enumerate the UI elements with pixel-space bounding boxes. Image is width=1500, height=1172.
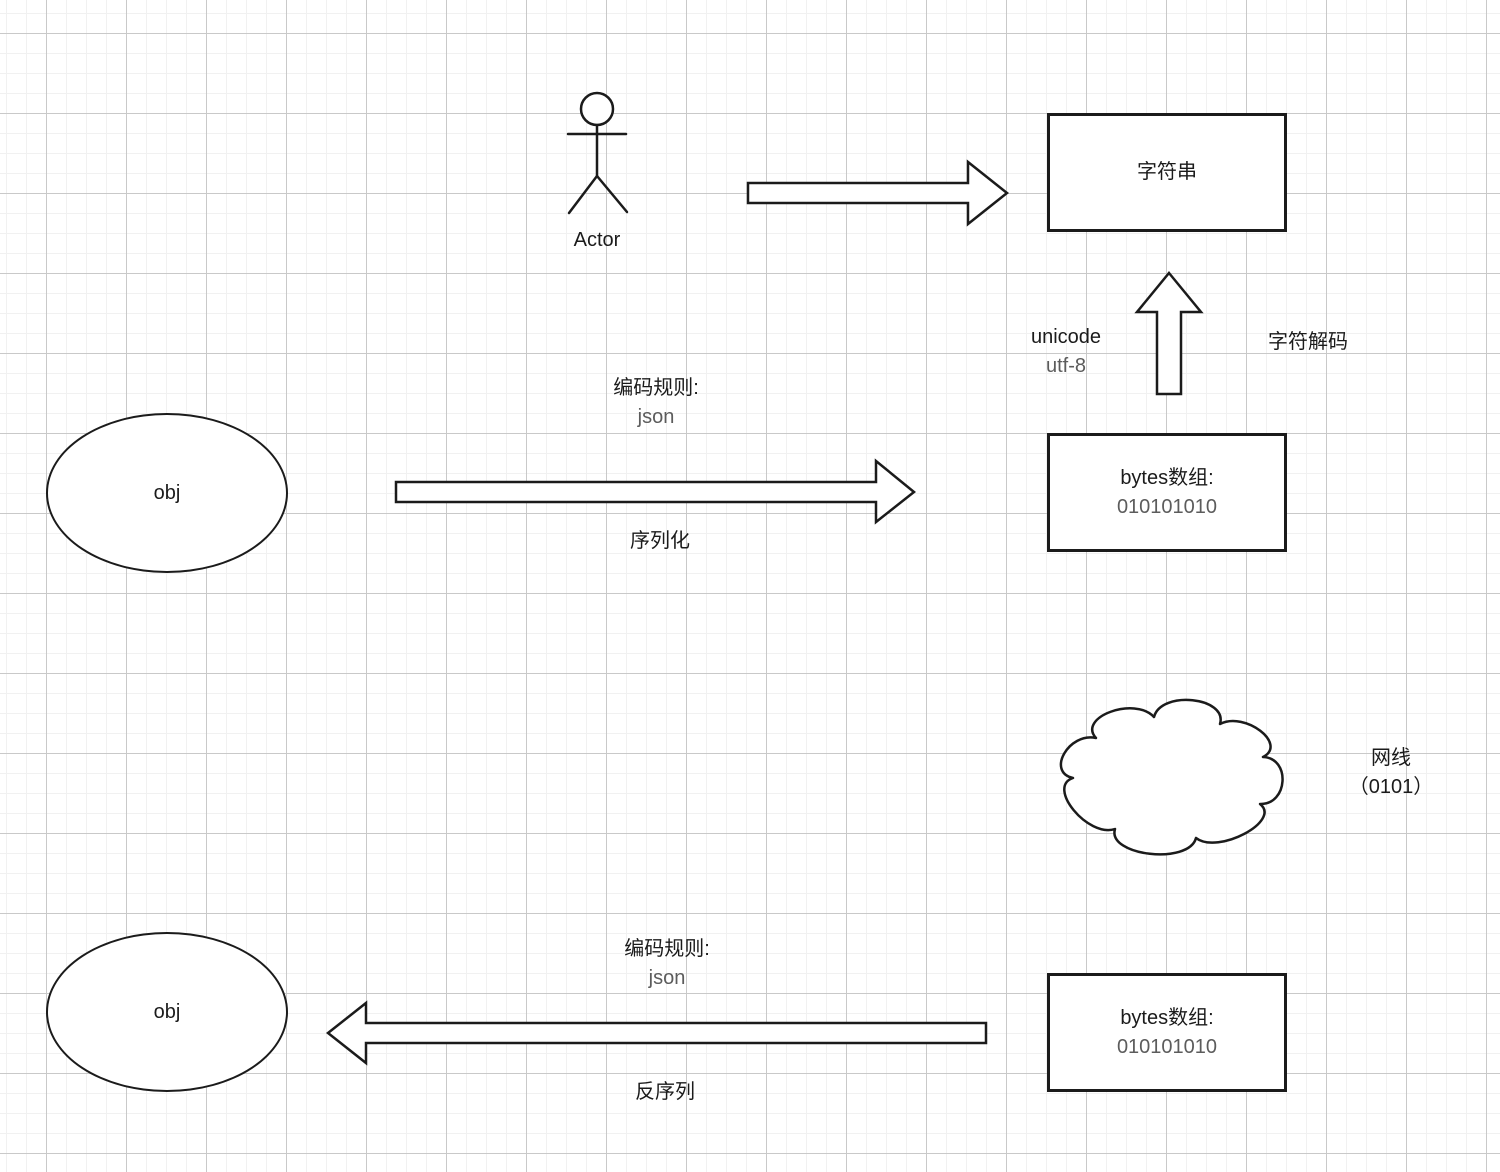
serialize-rule-line2: json bbox=[637, 406, 675, 428]
actor-label[interactable]: Actor bbox=[573, 229, 621, 251]
deserialize-rule-line1: 编码规则: bbox=[624, 938, 710, 960]
network-note[interactable]: 网线 （0101） bbox=[1349, 744, 1434, 802]
deserialize-note[interactable]: 反序列 bbox=[635, 1081, 695, 1103]
actor-shape[interactable] bbox=[566, 91, 629, 215]
bytes-box-top-title: bytes数组: bbox=[1120, 466, 1214, 489]
string-box-label: 字符串 bbox=[1137, 161, 1197, 183]
network-note-line1: 网线 bbox=[1371, 747, 1411, 769]
obj-bottom-label: obj bbox=[153, 1000, 181, 1023]
serialize-note[interactable]: 序列化 bbox=[630, 530, 690, 552]
arrow-decode-up[interactable] bbox=[1134, 271, 1204, 396]
string-box[interactable]: 字符串 bbox=[1047, 113, 1287, 232]
arrow-deserialize[interactable] bbox=[325, 1000, 988, 1066]
unicode-note-line1: unicode bbox=[1030, 326, 1102, 348]
network-note-line2: （0101） bbox=[1348, 776, 1434, 798]
unicode-note[interactable]: unicode utf-8 bbox=[1031, 323, 1101, 381]
obj-top-label: obj bbox=[153, 481, 181, 504]
deserialize-rule-line2: json bbox=[648, 967, 686, 989]
bytes-box-bottom-title: bytes数组: bbox=[1120, 1006, 1214, 1029]
network-cloud-shape[interactable] bbox=[1059, 698, 1284, 856]
obj-ellipse-bottom[interactable]: obj bbox=[46, 932, 288, 1092]
unicode-note-line2: utf-8 bbox=[1045, 355, 1087, 377]
arrow-actor-to-string[interactable] bbox=[746, 159, 1010, 227]
serialize-rule-note[interactable]: 编码规则: json bbox=[613, 374, 699, 432]
bytes-box-bottom-value: 010101010 bbox=[1116, 1035, 1218, 1058]
serialize-rule-line1: 编码规则: bbox=[613, 377, 699, 399]
obj-ellipse-top[interactable]: obj bbox=[46, 413, 288, 573]
bytes-box-top[interactable]: bytes数组: 010101010 bbox=[1047, 433, 1287, 552]
deserialize-rule-note[interactable]: 编码规则: json bbox=[624, 935, 710, 993]
bytes-box-bottom[interactable]: bytes数组: 010101010 bbox=[1047, 973, 1287, 1092]
arrow-serialize[interactable] bbox=[394, 458, 916, 525]
bytes-box-top-value: 010101010 bbox=[1116, 495, 1218, 518]
decode-note[interactable]: 字符解码 bbox=[1268, 331, 1348, 353]
